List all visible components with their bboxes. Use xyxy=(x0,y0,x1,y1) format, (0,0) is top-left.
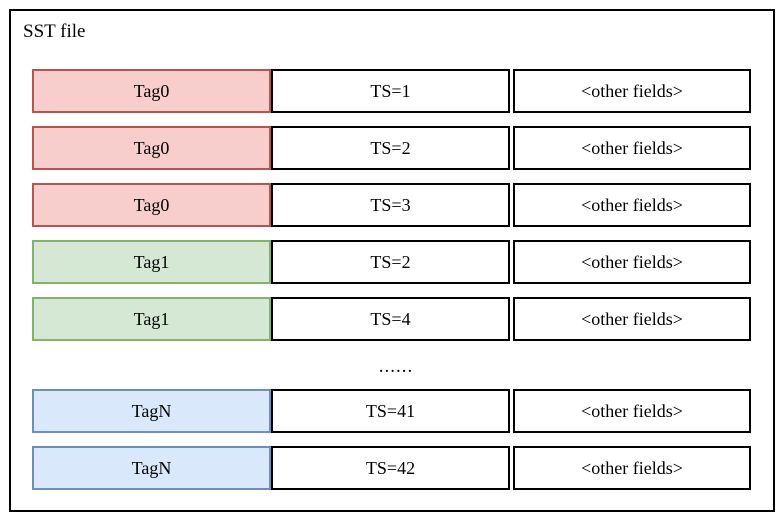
entry-timestamp-cell: TS=2 xyxy=(271,240,510,284)
entry-tag-cell: Tag1 xyxy=(32,240,271,284)
entry-tag-cell: TagN xyxy=(32,389,271,433)
entry-timestamp-cell: TS=2 xyxy=(271,126,510,170)
sst-file-title: SST file xyxy=(23,21,86,42)
entry-tag-cell: Tag1 xyxy=(32,297,271,341)
entry-tag-cell: Tag0 xyxy=(32,69,271,113)
entry-other-fields-cell: <other fields> xyxy=(513,183,751,227)
entry-timestamp-cell: TS=1 xyxy=(271,69,510,113)
entry-timestamp-cell: TS=42 xyxy=(271,446,510,490)
entry-other-fields-cell: <other fields> xyxy=(513,240,751,284)
entry-other-fields-cell: <other fields> xyxy=(513,126,751,170)
entry-other-fields-cell: <other fields> xyxy=(513,297,751,341)
entry-tag-cell: Tag0 xyxy=(32,126,271,170)
entry-other-fields-cell: <other fields> xyxy=(513,69,751,113)
entry-timestamp-cell: TS=3 xyxy=(271,183,510,227)
entry-tag-cell: Tag0 xyxy=(32,183,271,227)
entry-other-fields-cell: <other fields> xyxy=(513,446,751,490)
entry-timestamp-cell: TS=41 xyxy=(271,389,510,433)
entry-tag-cell: TagN xyxy=(32,446,271,490)
entries-ellipsis: ...... xyxy=(378,355,414,377)
entry-timestamp-cell: TS=4 xyxy=(271,297,510,341)
entry-other-fields-cell: <other fields> xyxy=(513,389,751,433)
